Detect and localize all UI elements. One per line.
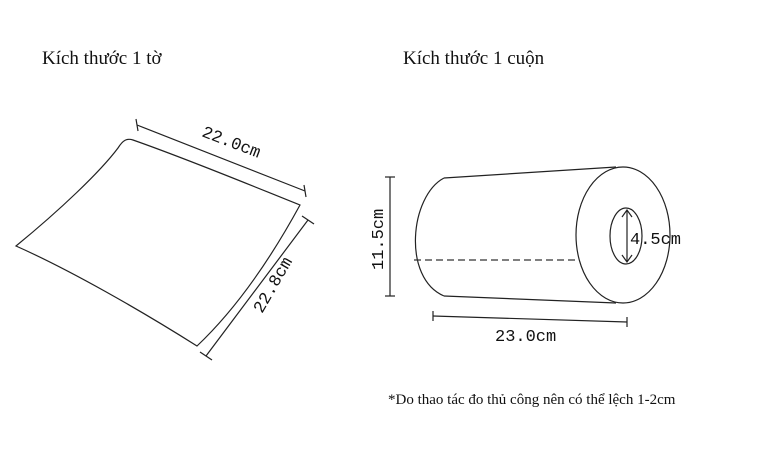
roll-core-label: 4.5cm [630,231,681,250]
sheet-title: Kích thước 1 tờ [42,48,163,69]
roll-length-dimension [432,311,628,327]
roll-core-dimension [621,208,633,264]
roll-title: Kích thước 1 cuộn [403,48,545,69]
roll-front-face [575,166,671,304]
sheet-outline [14,138,301,347]
roll-drawing: 4.5cm 11.5cm 23.0cm [370,166,681,347]
sheet-width-dimension [135,118,307,198]
roll-height-label: 11.5cm [370,209,389,270]
roll-back-end [414,177,445,297]
measurement-note: *Do thao tác đo thủ công nên có thể lệch… [388,392,676,408]
sheet-width-label: 22.0cm [199,124,263,164]
sheet-drawing: 22.0cm 22.8cm [14,118,315,361]
roll-core-hole [609,207,643,265]
roll-bottom-edge [443,295,617,304]
roll-top-edge [443,166,617,179]
roll-length-label: 23.0cm [495,328,556,347]
roll-height-dimension [385,176,395,297]
sheet-length-dimension [199,215,315,361]
sheet-length-label: 22.8cm [251,254,298,317]
